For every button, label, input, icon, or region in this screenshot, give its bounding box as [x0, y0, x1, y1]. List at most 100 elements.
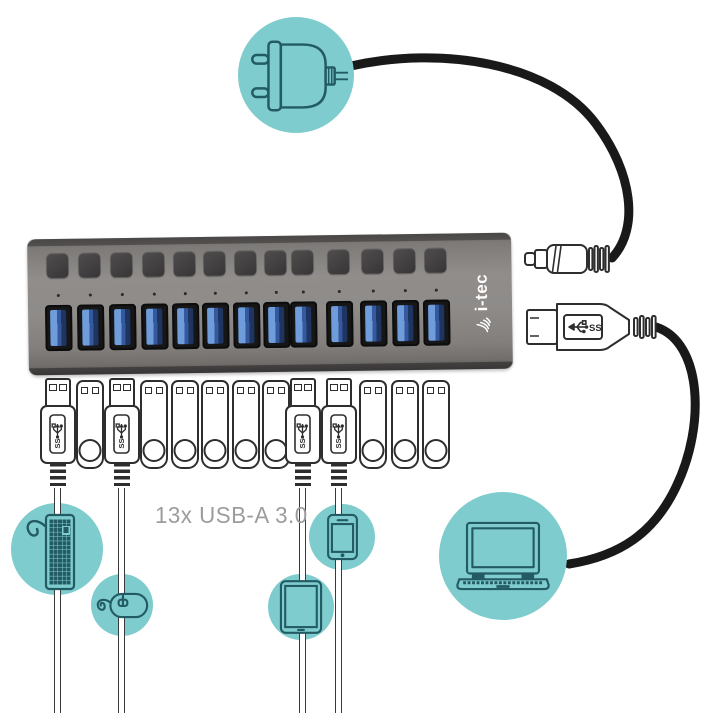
usb-a-port [76, 304, 105, 351]
hub-button [264, 249, 287, 276]
hub-led [274, 290, 278, 294]
usb-a-port [232, 302, 261, 349]
hub-led [183, 292, 187, 296]
usb-port-tongue [396, 305, 414, 342]
usb-ss-icon: SS [568, 319, 602, 334]
usb-a-port [44, 304, 73, 352]
drive-hole [205, 387, 213, 394]
usb-a-port [171, 302, 200, 350]
usb-port-tongue [237, 307, 255, 344]
drive-hole [80, 387, 88, 394]
usb-port-tongue [294, 306, 312, 343]
hub-led [152, 292, 156, 296]
drive-hole [91, 387, 100, 394]
usb-b-cable [564, 322, 700, 569]
plug-body: SS [40, 405, 76, 464]
drive-hole [247, 387, 256, 394]
plug-hole [294, 384, 302, 391]
drive-ring [393, 439, 417, 462]
hub-led [371, 289, 375, 293]
usb-b-plug: SS [526, 303, 657, 351]
svg-text:SS: SS [589, 323, 602, 334]
ports-caption: 13x USB-A 3.0 [155, 502, 308, 528]
laptop-icon [456, 521, 550, 591]
drive-ring [173, 439, 197, 462]
device-cable [53, 486, 61, 713]
usb-flash-drive [421, 380, 451, 469]
usb-flash-drive [200, 380, 230, 469]
usb-port-tongue [176, 308, 194, 345]
usb-a-port [325, 300, 354, 348]
drive-hole [155, 387, 164, 394]
usb-port-tongue [49, 309, 67, 347]
plug-hole [123, 384, 131, 391]
usb-ss-icon: SS [49, 414, 67, 455]
hub-button [361, 248, 384, 274]
usb-cable-plug: SS [321, 378, 357, 490]
tablet-icon [279, 580, 323, 634]
svg-text:SS: SS [334, 439, 343, 449]
usb-a-port [262, 301, 291, 349]
hub-led [56, 293, 60, 297]
drive-hole [186, 387, 195, 394]
usb-ss-icon: SS [294, 414, 312, 455]
usb-a-port [359, 300, 388, 347]
usb-flash-drive [231, 380, 261, 469]
brand-logo-text: i-tec [471, 273, 492, 312]
usb-port-tongue [427, 304, 445, 341]
plug-shield [44, 378, 72, 408]
usb-a-port [201, 302, 230, 349]
drive-hole [437, 387, 446, 394]
hub-button [234, 250, 257, 276]
drive-hole [395, 387, 403, 394]
plug-hole [330, 384, 338, 391]
usb-flash-drive [170, 380, 200, 469]
device-cable [334, 486, 342, 713]
drive-hole [363, 387, 371, 394]
usb-port-tongue [81, 309, 99, 346]
drive-hole [277, 387, 286, 394]
smartphone-icon [327, 513, 358, 561]
drive-ring [234, 439, 258, 462]
drive-hole [216, 387, 225, 394]
drive-ring [203, 439, 227, 462]
power-cable [346, 53, 634, 263]
drive-hole [406, 387, 415, 394]
usb-cable-plug: SS [285, 378, 321, 490]
hub-button [424, 247, 447, 273]
hub-button [393, 247, 416, 274]
drive-hole [266, 387, 274, 394]
svg-text:SS: SS [117, 439, 126, 449]
plug-shield [289, 378, 317, 408]
svg-text:SS: SS [53, 439, 62, 449]
usb-a-port [140, 303, 169, 350]
usb-port-tongue [364, 305, 382, 342]
usb-flash-drive [390, 380, 420, 469]
usb-flash-drive [139, 380, 169, 469]
usb-a-port [108, 303, 137, 351]
plug-body: SS [285, 405, 321, 464]
usb-cable-plug: SS [104, 378, 140, 490]
power-plug-icon [251, 40, 348, 112]
usb-port-tongue [267, 306, 285, 344]
drive-hole [236, 387, 244, 394]
plug-strain-relief [114, 463, 130, 488]
keyboard-icon [26, 513, 76, 591]
plug-hole [304, 384, 312, 391]
plug-hole [59, 384, 67, 391]
drive-hole [175, 387, 183, 394]
usb-ss-icon: SS [113, 414, 131, 455]
hub-button [142, 251, 165, 277]
hub-led [337, 290, 341, 294]
plug-strain-relief [295, 463, 311, 488]
usb-port-tongue [145, 308, 163, 345]
usb-cable-plug: SS [40, 378, 76, 490]
usb-port-tongue [113, 308, 131, 346]
hub-button [110, 251, 133, 278]
itec-wing-icon [476, 317, 491, 333]
mouse-icon [96, 592, 149, 619]
hub-button [78, 252, 101, 278]
hub-button [46, 252, 69, 279]
